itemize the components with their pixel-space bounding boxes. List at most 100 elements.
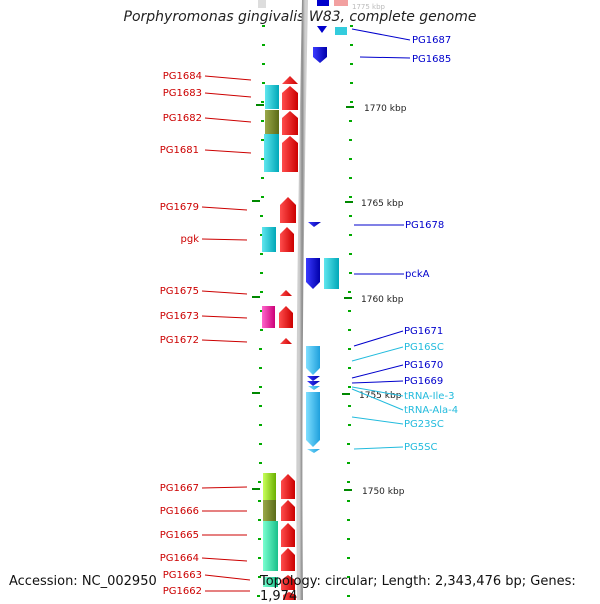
tick-mark: [349, 215, 352, 217]
gene-label[interactable]: PG1671: [404, 326, 443, 337]
scale-label: 1755 kbp: [359, 391, 402, 401]
gene-block[interactable]: [265, 85, 279, 109]
clipped-gene-block: [258, 0, 266, 8]
tick-mark: [260, 215, 263, 217]
gene-arrow[interactable]: [282, 76, 298, 84]
gene-label[interactable]: PG1675: [160, 286, 199, 297]
accession-text: Accession: NC_002950: [9, 574, 157, 589]
tick-mark: [257, 595, 260, 597]
gene-label[interactable]: tRNA-Ile-3: [404, 391, 454, 402]
gene-label[interactable]: pgk: [181, 234, 200, 245]
tick-mark: [348, 424, 351, 426]
gene-label[interactable]: tRNA-Ala-4: [404, 405, 458, 416]
gene-label[interactable]: PG1670: [404, 360, 443, 371]
tick-mark: [260, 272, 263, 274]
gene-arrow[interactable]: [281, 575, 295, 590]
gene-arrow[interactable]: [313, 47, 327, 63]
rna-arrow[interactable]: [308, 386, 320, 390]
gene-arrow[interactable]: [282, 86, 298, 110]
gene-arrow[interactable]: [308, 222, 321, 227]
gene-block[interactable]: [263, 521, 278, 547]
gene-block[interactable]: [324, 258, 339, 289]
gene-label[interactable]: pckA: [405, 269, 430, 280]
gene-label[interactable]: PG1663: [163, 570, 202, 581]
gene-block[interactable]: [265, 110, 279, 134]
tick-mark: [347, 462, 350, 464]
gene-arrow[interactable]: [306, 258, 320, 289]
gene-arrow[interactable]: [280, 338, 292, 344]
gene-block[interactable]: [262, 306, 275, 328]
tick-mark: [259, 462, 262, 464]
tick-mark: [259, 348, 262, 350]
gene-arrow[interactable]: [307, 381, 320, 386]
tick-mark: [349, 120, 352, 122]
gene-block[interactable]: [263, 577, 278, 587]
tick-mark: [348, 310, 351, 312]
tick-mark: [349, 272, 352, 274]
gene-block[interactable]: [263, 547, 278, 571]
tick-mark: [349, 158, 352, 160]
clipped-scale-label: 1775 kbp: [352, 3, 386, 11]
gene-label[interactable]: PG1662: [163, 586, 202, 597]
gene-arrow[interactable]: [280, 227, 294, 252]
tick-mark: [260, 234, 263, 236]
gene-label[interactable]: PG1682: [163, 113, 202, 124]
tick-mark: [350, 25, 353, 27]
gene-block[interactable]: [263, 473, 276, 500]
gene-label[interactable]: PG1665: [160, 530, 199, 541]
gene-block[interactable]: [263, 500, 276, 521]
gene-arrow[interactable]: [281, 548, 295, 571]
gene-block[interactable]: [264, 134, 279, 172]
gene-label[interactable]: PG1679: [160, 202, 199, 213]
gene-arrow[interactable]: [283, 592, 296, 600]
tick-mark: [259, 386, 262, 388]
tick-mark: [347, 519, 350, 521]
scale-label: 1760 kbp: [361, 295, 404, 305]
gene-block[interactable]: [262, 227, 276, 252]
rna-arrow[interactable]: [306, 346, 320, 375]
tick-mark: [347, 576, 350, 578]
tick-mark: [260, 291, 263, 293]
gene-arrow[interactable]: [282, 136, 298, 172]
gene-label[interactable]: PG16SC: [404, 342, 444, 353]
gene-label[interactable]: PG1683: [163, 88, 202, 99]
gene-label[interactable]: PG1666: [160, 506, 199, 517]
gene-label[interactable]: PG1685: [412, 54, 451, 65]
gene-label[interactable]: PG23SC: [404, 419, 444, 430]
gene-label[interactable]: PG1687: [412, 35, 451, 46]
rna-arrow[interactable]: [306, 392, 320, 447]
gene-arrow[interactable]: [281, 523, 295, 547]
gene-label[interactable]: PG1672: [160, 335, 199, 346]
tick-mark: [260, 329, 263, 331]
gene-label[interactable]: PG1673: [160, 311, 199, 322]
gene-label[interactable]: PG5SC: [404, 442, 437, 453]
tick-mark: [260, 310, 263, 312]
gene-arrow[interactable]: [280, 197, 296, 223]
gene-label[interactable]: PG1681: [160, 145, 199, 156]
gene-label[interactable]: PG1678: [405, 220, 444, 231]
clipped-gene-block: [335, 27, 347, 35]
gene-label[interactable]: PG1664: [160, 553, 199, 564]
gene-arrow[interactable]: [279, 306, 293, 328]
gene-arrow[interactable]: [280, 290, 292, 296]
gene-arrow[interactable]: [282, 111, 298, 135]
gene-label[interactable]: PG1669: [404, 376, 443, 387]
tick-mark: [259, 405, 262, 407]
tick-mark: [262, 82, 265, 84]
tick-mark: [258, 538, 261, 540]
genome-backbone: [296, 0, 308, 600]
right-gene-labels: PG1687 PG1685 PG1678 pckA PG1671 PG16SC …: [404, 35, 458, 453]
gene-arrow[interactable]: [281, 474, 295, 499]
tick-mark: [347, 557, 350, 559]
tick-mark: [258, 557, 261, 559]
rna-arrow[interactable]: [307, 449, 320, 453]
gene-arrow[interactable]: [307, 376, 320, 381]
gene-label[interactable]: PG1667: [160, 483, 199, 494]
label-connectors: [201, 28, 411, 592]
gene-label[interactable]: PG1684: [163, 71, 202, 82]
tick-mark: [259, 424, 262, 426]
tick-mark: [350, 82, 353, 84]
tick-mark: [259, 367, 262, 369]
gene-arrow[interactable]: [281, 500, 295, 521]
tick-mark: [349, 196, 352, 198]
